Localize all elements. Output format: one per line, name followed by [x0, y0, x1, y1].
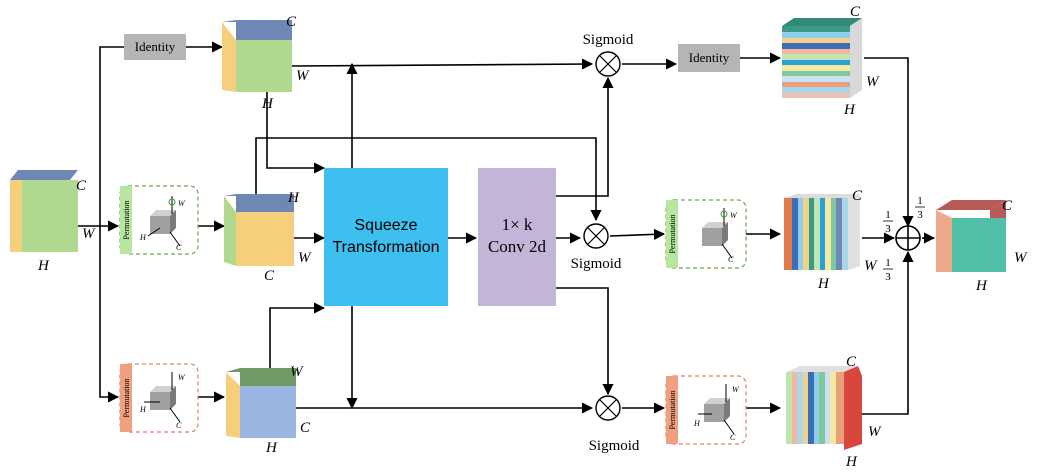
- bot-cube-w: W: [290, 364, 304, 380]
- connections: [78, 41, 936, 415]
- permutation-block-bottom: Permutation W H C: [119, 363, 199, 433]
- bot-cube-c: C: [300, 420, 311, 436]
- svg-text:W: W: [178, 199, 186, 208]
- svg-text:3: 3: [885, 271, 891, 283]
- svg-text:Sigmoid: Sigmoid: [589, 438, 640, 454]
- svg-text:H: H: [139, 233, 147, 242]
- identity-box-right: Identity: [678, 44, 740, 72]
- mid-stack-w: W: [864, 258, 878, 274]
- bot-stack-w: W: [868, 424, 882, 440]
- svg-text:C: C: [728, 255, 734, 264]
- input-w-label: W: [82, 226, 96, 242]
- svg-text:1: 1: [917, 195, 923, 207]
- bottom-branch-cube: W C H: [226, 364, 311, 456]
- svg-text:Sigmoid: Sigmoid: [583, 32, 634, 48]
- rotation-gizmo-icon: W H C: [139, 372, 186, 430]
- svg-text:1× k: 1× k: [502, 215, 533, 234]
- svg-text:3: 3: [885, 223, 891, 235]
- input-c-label: C: [76, 178, 87, 194]
- top-branch-cube: C W H: [222, 14, 310, 112]
- out-cube-c: C: [1002, 198, 1013, 214]
- bot-stack-c: C: [846, 354, 857, 370]
- top-cube-h: H: [261, 96, 274, 112]
- svg-text:Permutation: Permutation: [122, 378, 131, 417]
- input-cube: C W H: [10, 170, 96, 274]
- svg-text:W: W: [730, 211, 738, 220]
- svg-text:W: W: [732, 385, 740, 394]
- sum-node: [895, 225, 921, 251]
- permutation-block-right-middle: Permutation W C: [665, 199, 747, 269]
- top-stack-w: W: [866, 74, 880, 90]
- svg-text:1: 1: [885, 209, 891, 221]
- svg-text:C: C: [176, 243, 182, 252]
- bot-cube-h: H: [265, 440, 278, 456]
- mid-stack-h: H: [817, 276, 830, 292]
- svg-text:C: C: [730, 433, 736, 442]
- weight-bottom: 1 3: [883, 257, 893, 283]
- top-cube-w: W: [296, 68, 310, 84]
- svg-text:C: C: [176, 421, 182, 430]
- input-h-label: H: [37, 258, 50, 274]
- bottom-attention-stack: C W H: [786, 354, 882, 470]
- svg-text:Identity: Identity: [689, 50, 730, 65]
- top-stack-c: C: [850, 4, 861, 20]
- bot-stack-h: H: [845, 454, 858, 470]
- weight-left: 1 3: [883, 209, 893, 235]
- permutation-block-middle: Permutation W H C: [119, 185, 199, 255]
- mid-cube-c: C: [264, 268, 275, 284]
- mid-cube-w: W: [298, 250, 312, 266]
- svg-text:Permutation: Permutation: [122, 200, 131, 239]
- top-stack-h: H: [843, 102, 856, 118]
- squeeze-transformation-block: Squeeze Transformation: [324, 168, 448, 306]
- svg-text:Squeeze: Squeeze: [354, 217, 417, 234]
- sigmoid-bottom: Sigmoid: [589, 395, 640, 454]
- svg-text:Sigmoid: Sigmoid: [571, 256, 622, 272]
- out-cube-h: H: [975, 278, 988, 294]
- rotation-gizmo-icon: W H C: [693, 384, 740, 442]
- svg-text:1: 1: [885, 257, 891, 269]
- sigmoid-middle: Sigmoid: [571, 223, 622, 272]
- mid-stack-c: C: [852, 188, 863, 204]
- top-attention-stack: C W H: [782, 4, 880, 118]
- svg-text:H: H: [693, 419, 701, 428]
- svg-text:3: 3: [917, 209, 923, 221]
- top-cube-c: C: [286, 14, 297, 30]
- sigmoid-top: Sigmoid: [583, 32, 634, 77]
- weight-top: 1 3: [915, 195, 925, 221]
- svg-text:Permutation: Permutation: [668, 214, 677, 253]
- svg-text:Identity: Identity: [135, 39, 176, 54]
- rotation-gizmo-icon: W C: [702, 208, 738, 264]
- permutation-block-right-bottom: Permutation W H C: [665, 375, 747, 445]
- rotation-gizmo-icon: W H C: [139, 196, 186, 252]
- svg-text:W: W: [178, 373, 186, 382]
- identity-box-top: Identity: [124, 34, 186, 60]
- middle-attention-stack: C W H: [784, 188, 878, 292]
- middle-branch-cube: H W C: [224, 190, 312, 284]
- svg-text:Conv 2d: Conv 2d: [488, 237, 547, 256]
- svg-text:Permutation: Permutation: [668, 390, 677, 429]
- mid-cube-h: H: [287, 190, 300, 206]
- conv2d-block: 1× k Conv 2d: [478, 168, 556, 306]
- out-cube-w: W: [1014, 250, 1028, 266]
- svg-text:H: H: [139, 405, 147, 414]
- svg-text:Transformation: Transformation: [333, 239, 440, 256]
- output-cube: C W H: [936, 198, 1028, 294]
